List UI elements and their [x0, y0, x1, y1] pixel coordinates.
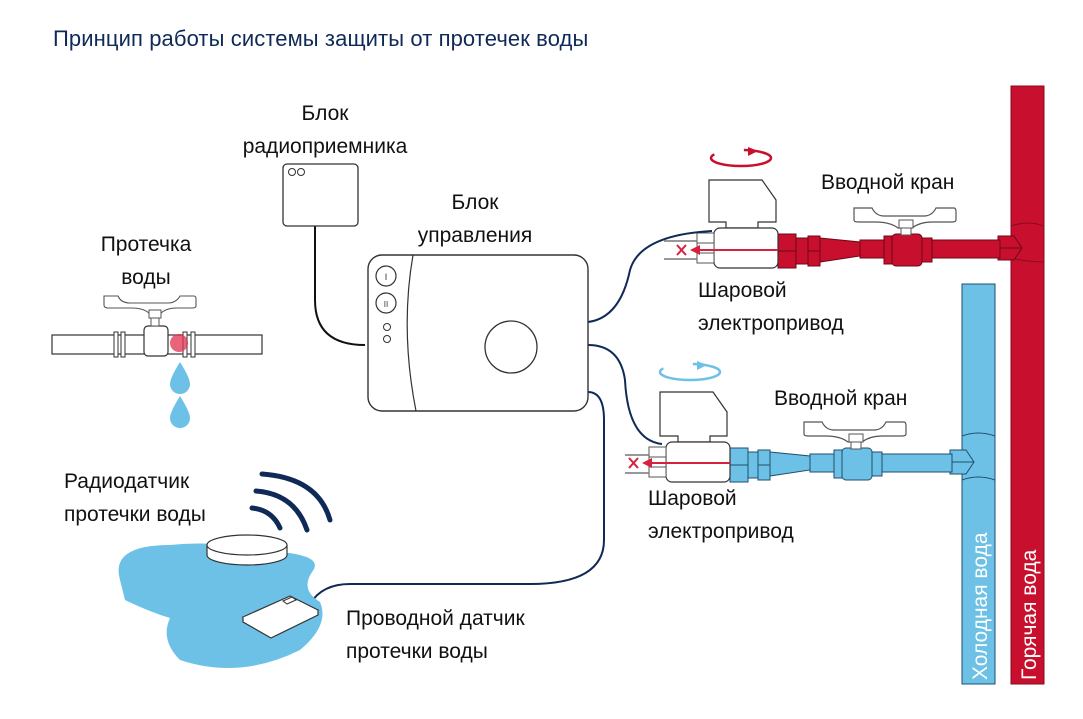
control-unit-label: Блок управления	[417, 191, 533, 247]
cold-ball-valve-actuator	[625, 391, 731, 483]
blocked-flow-x-arrow-icon	[628, 457, 730, 469]
button-ii[interactable]	[375, 292, 397, 314]
cold-inlet-valve-handle	[803, 421, 907, 450]
radio-sensor-label: Радиодатчик протечки воды	[64, 470, 206, 526]
wires	[309, 226, 713, 605]
wifi-signal-icon	[249, 471, 333, 533]
blocked-flow-x-arrow-icon	[676, 244, 778, 256]
hot-water-label: Горячая вода	[1018, 549, 1041, 680]
cold-water-riser: Холодная вода	[961, 283, 996, 685]
leaking-pipe	[51, 295, 263, 358]
radio-leak-sensor	[206, 534, 288, 566]
hot-inlet-valve-label: Вводной кран	[821, 171, 955, 194]
power-indicator-icon	[383, 323, 391, 331]
cold-inlet-valve-label: Вводной кран	[774, 387, 908, 410]
wire-radio-receiver	[314, 226, 366, 346]
cold-water-branch	[729, 421, 975, 483]
leak-spot	[170, 334, 188, 352]
hot-water-branch	[777, 207, 1023, 269]
rotate-arrow-icon	[658, 361, 722, 382]
button-ii-label: II	[384, 300, 388, 309]
cold-water-label: Холодная вода	[969, 532, 992, 680]
cold-actuator-label: Шаровой электропривод	[648, 487, 794, 543]
hot-inlet-valve-handle	[853, 207, 957, 236]
water-drop-icon	[170, 362, 190, 394]
wire-wired-sensor	[309, 391, 605, 605]
radio-receiver-unit	[282, 163, 359, 227]
rotate-arrow-icon	[709, 147, 773, 168]
wire-hot-actuator	[587, 230, 713, 323]
control-unit: I II	[367, 254, 589, 412]
button-i-label: I	[385, 272, 388, 282]
radio-receiver-label: Блок радиоприемника	[242, 102, 408, 158]
water-drop-icon	[170, 396, 190, 428]
button-i[interactable]	[375, 265, 397, 287]
hot-ball-valve-actuator	[664, 179, 779, 269]
hot-water-riser: Горячая вода	[1010, 85, 1045, 685]
hot-actuator-label: Шаровой электропривод	[698, 279, 844, 335]
alarm-indicator-icon	[383, 335, 391, 343]
wired-leak-sensor	[241, 595, 320, 639]
diagram-title: Принцип работы системы защиты от протече…	[53, 26, 589, 51]
wire-cold-actuator	[587, 344, 663, 445]
control-dial[interactable]	[484, 320, 538, 374]
wired-sensor-label: Проводной датчик протечки воды	[346, 607, 525, 663]
leak-label: Протечка воды	[100, 233, 192, 289]
